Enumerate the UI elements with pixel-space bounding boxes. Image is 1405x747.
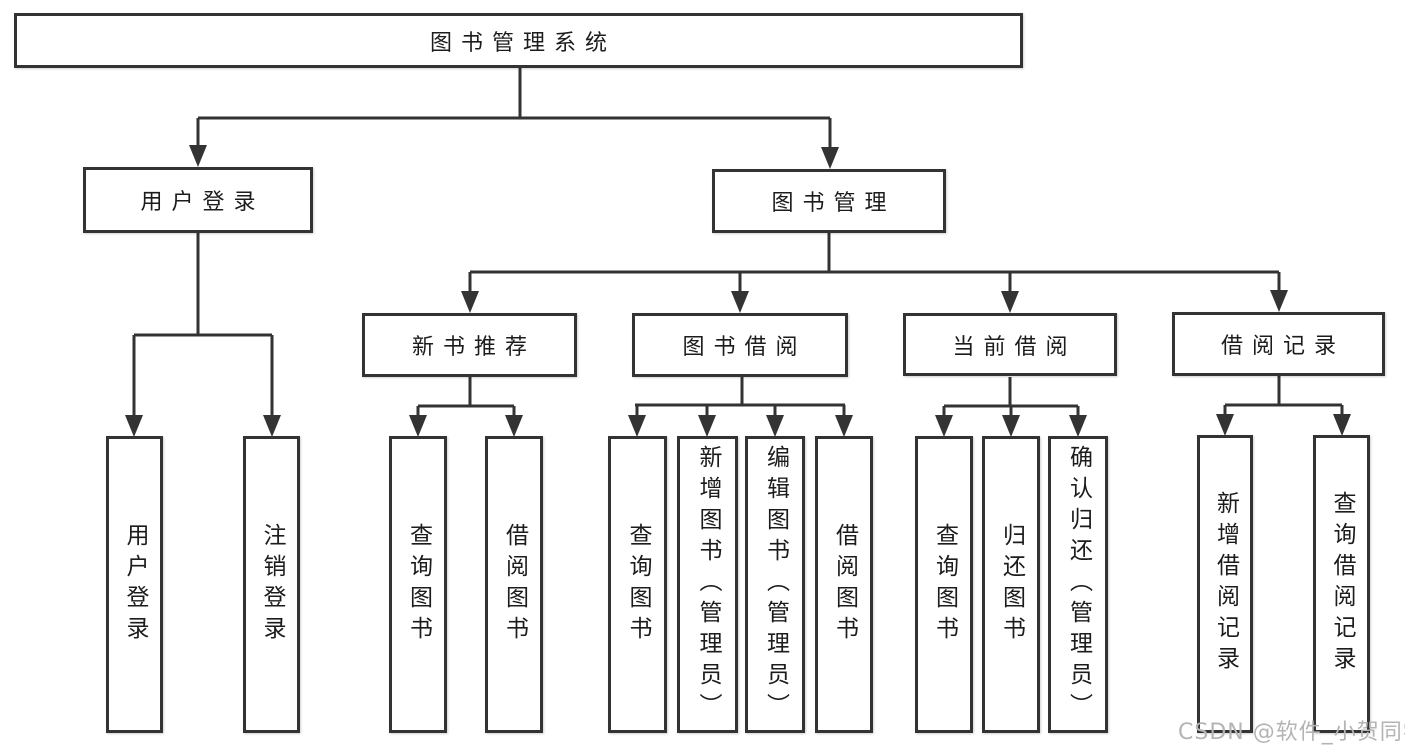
arrow-down-icon bbox=[821, 147, 839, 169]
arrow-down-icon bbox=[766, 415, 784, 437]
arrow-down-icon bbox=[1002, 415, 1020, 437]
arrow-down-icon bbox=[1069, 415, 1087, 437]
arrow-down-icon bbox=[835, 415, 853, 437]
node-leaf-return-books: 归还图书 bbox=[982, 436, 1040, 733]
node-current-borrowing: 当前借阅 bbox=[903, 313, 1117, 376]
node-leaf-user-login: 用户登录 bbox=[106, 436, 163, 733]
arrow-down-icon bbox=[409, 415, 427, 437]
node-leaf-logout: 注销登录 bbox=[243, 436, 300, 733]
node-leaf-borrow-books-1: 借阅图书 bbox=[485, 436, 543, 733]
arrow-down-icon bbox=[731, 291, 749, 313]
node-leaf-confirm-return-admin: 确认归还（管理员） bbox=[1048, 436, 1108, 733]
node-leaf-query-books-3: 查询图书 bbox=[915, 436, 973, 733]
node-leaf-add-borrow-record: 新增借阅记录 bbox=[1197, 435, 1253, 733]
connector-book-mgmt-group bbox=[468, 233, 1281, 297]
node-borrowing-records: 借阅记录 bbox=[1172, 312, 1385, 376]
node-leaf-borrow-books-2: 借阅图书 bbox=[815, 436, 873, 733]
connector-borrow-records-group bbox=[1223, 376, 1344, 420]
arrow-down-icon bbox=[263, 415, 281, 437]
node-leaf-add-books-admin: 新增图书（管理员） bbox=[677, 436, 738, 733]
arrow-down-icon bbox=[505, 415, 523, 437]
arrow-down-icon bbox=[125, 415, 143, 437]
node-leaf-query-borrow-record: 查询借阅记录 bbox=[1313, 435, 1370, 733]
arrow-down-icon bbox=[628, 415, 646, 437]
connector-book-borrow-group bbox=[635, 377, 846, 421]
node-user-login: 用户登录 bbox=[83, 167, 313, 233]
node-leaf-query-books-2: 查询图书 bbox=[608, 436, 667, 733]
node-book-management: 图书管理 bbox=[712, 169, 946, 233]
arrow-down-icon bbox=[935, 415, 953, 437]
arrowheads bbox=[125, 145, 1351, 437]
arrow-down-icon bbox=[1001, 291, 1019, 313]
csdn-watermark: CSDN @软件_小贺同学 bbox=[1178, 720, 1405, 745]
node-library-system-root: 图书管理系统 bbox=[14, 13, 1023, 68]
connector-new-book-group bbox=[416, 377, 516, 421]
arrow-down-icon bbox=[1216, 414, 1234, 436]
node-leaf-edit-books-admin: 编辑图书（管理员） bbox=[745, 436, 805, 733]
node-new-book-recommendation: 新书推荐 bbox=[362, 313, 577, 377]
node-book-borrowing: 图书借阅 bbox=[632, 313, 848, 377]
arrow-down-icon bbox=[461, 291, 479, 313]
connector-current-borrow-group bbox=[942, 377, 1080, 421]
arrow-down-icon bbox=[698, 415, 716, 437]
arrow-down-icon bbox=[189, 145, 207, 167]
arrow-down-icon bbox=[1270, 290, 1288, 312]
node-leaf-query-books-1: 查询图书 bbox=[389, 436, 447, 733]
connector-user-login-group bbox=[132, 233, 274, 421]
arrow-down-icon bbox=[1333, 414, 1351, 436]
connector-root bbox=[196, 68, 832, 152]
